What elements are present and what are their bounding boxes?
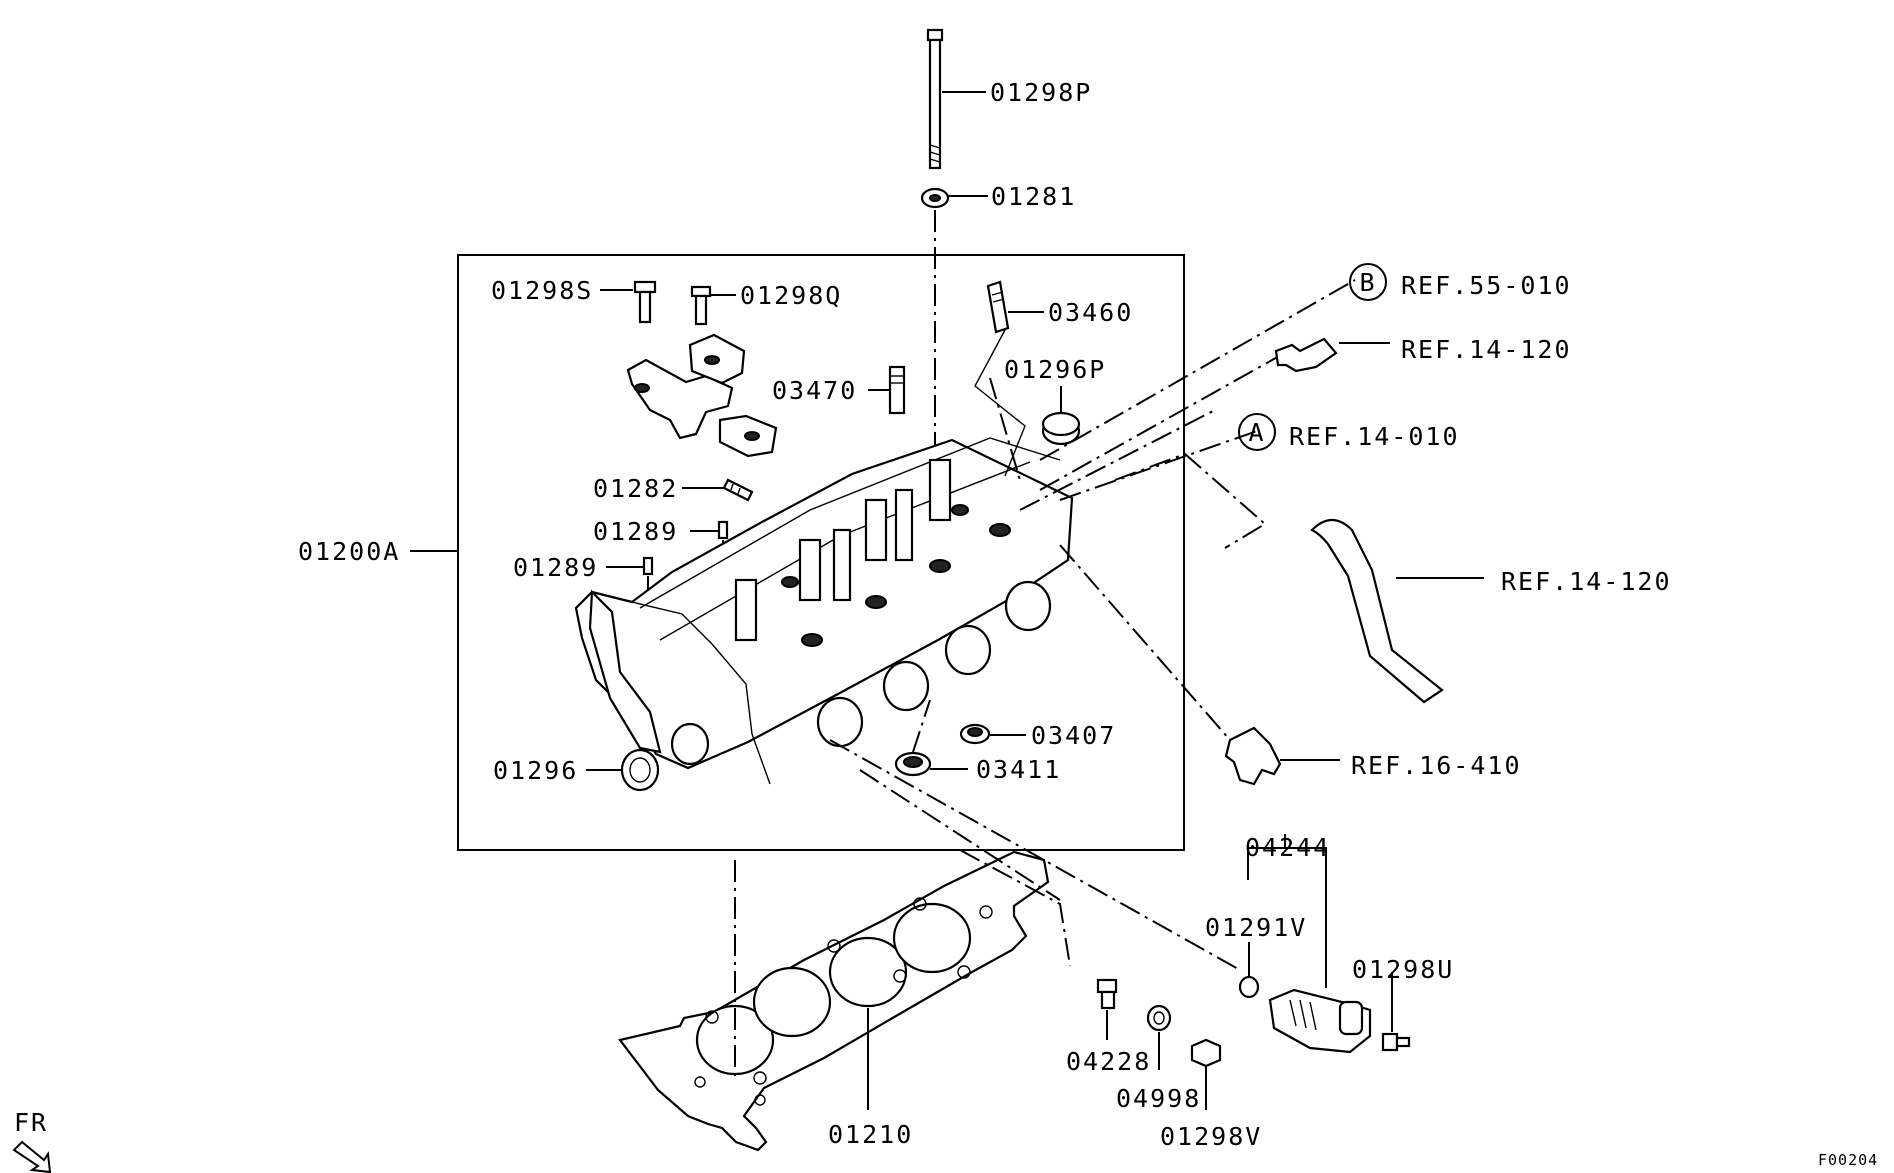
- washer[interactable]: [920, 187, 950, 209]
- label-01210: 01210: [828, 1120, 913, 1149]
- ref-label-55-010: REF.55-010: [1401, 271, 1572, 300]
- bolt-01298q[interactable]: [690, 285, 712, 326]
- label-01200a: 01200A: [298, 537, 400, 566]
- ref-marker-a-letter: A: [1248, 418, 1265, 447]
- ref-marker-a: A: [1238, 413, 1276, 451]
- label-01296p: 01296P: [1004, 355, 1106, 384]
- label-03470: 03470: [772, 376, 857, 405]
- guide-03470[interactable]: [888, 365, 906, 415]
- pin-01289-upper[interactable]: [717, 520, 729, 540]
- front-direction-arrow-icon: [12, 1140, 52, 1173]
- camshaft-cap-set[interactable]: [626, 333, 778, 458]
- front-direction-label: FR: [14, 1108, 48, 1137]
- oring-01291v[interactable]: [1238, 975, 1260, 999]
- label-01289-lower: 01289: [513, 553, 598, 582]
- label-01289-upper: 01289: [593, 517, 678, 546]
- ref-label-14-010: REF.14-010: [1289, 422, 1460, 451]
- label-04244: 04244: [1245, 833, 1330, 862]
- ref-label-14-120-hose: REF.14-120: [1501, 567, 1672, 596]
- label-03411: 03411: [976, 755, 1061, 784]
- bolt-01298s[interactable]: [633, 280, 657, 324]
- seal-01296[interactable]: [620, 748, 660, 792]
- ref-marker-b: B: [1349, 263, 1387, 301]
- pin-01289-lower[interactable]: [642, 556, 654, 576]
- stud-01282[interactable]: [722, 478, 754, 502]
- sensor-ref-16-410[interactable]: [1224, 726, 1282, 786]
- hose-ref-14-120[interactable]: [1310, 518, 1444, 704]
- label-01298p: 01298P: [990, 78, 1092, 107]
- bolt-01298v[interactable]: [1190, 1038, 1222, 1068]
- label-01291v: 01291V: [1205, 913, 1307, 942]
- washer-04998[interactable]: [1146, 1004, 1172, 1032]
- plug-01296p[interactable]: [1041, 411, 1081, 446]
- label-03407: 03407: [1031, 721, 1116, 750]
- label-01281: 01281: [991, 182, 1076, 211]
- sensor-ref-14-120[interactable]: [1274, 337, 1338, 373]
- label-01296: 01296: [493, 756, 578, 785]
- head-gasket[interactable]: [618, 850, 1050, 1152]
- label-01298u: 01298U: [1352, 955, 1454, 984]
- label-01298v: 01298V: [1160, 1122, 1262, 1151]
- cylinder-head[interactable]: [574, 437, 1074, 785]
- label-01298q: 01298Q: [740, 281, 842, 310]
- guide-03460[interactable]: [986, 280, 1010, 334]
- figure-code: F00204: [1818, 1151, 1878, 1169]
- ref-label-14-120-sensor: REF.14-120: [1401, 335, 1572, 364]
- head-bolt[interactable]: [926, 28, 944, 170]
- bolt-01298u[interactable]: [1381, 1032, 1411, 1052]
- label-03460: 03460: [1048, 298, 1133, 327]
- ref-label-16-410: REF.16-410: [1351, 751, 1522, 780]
- label-04998: 04998: [1116, 1084, 1201, 1113]
- seal-03407[interactable]: [959, 723, 991, 745]
- bolt-04228[interactable]: [1096, 978, 1118, 1010]
- seal-03411[interactable]: [894, 751, 932, 777]
- label-01282: 01282: [593, 474, 678, 503]
- ref-marker-b-letter: B: [1359, 268, 1376, 297]
- label-04228: 04228: [1066, 1047, 1151, 1076]
- oil-control-valve[interactable]: [1268, 988, 1372, 1054]
- assembly-frame: [457, 254, 1185, 851]
- label-01298s: 01298S: [491, 276, 593, 305]
